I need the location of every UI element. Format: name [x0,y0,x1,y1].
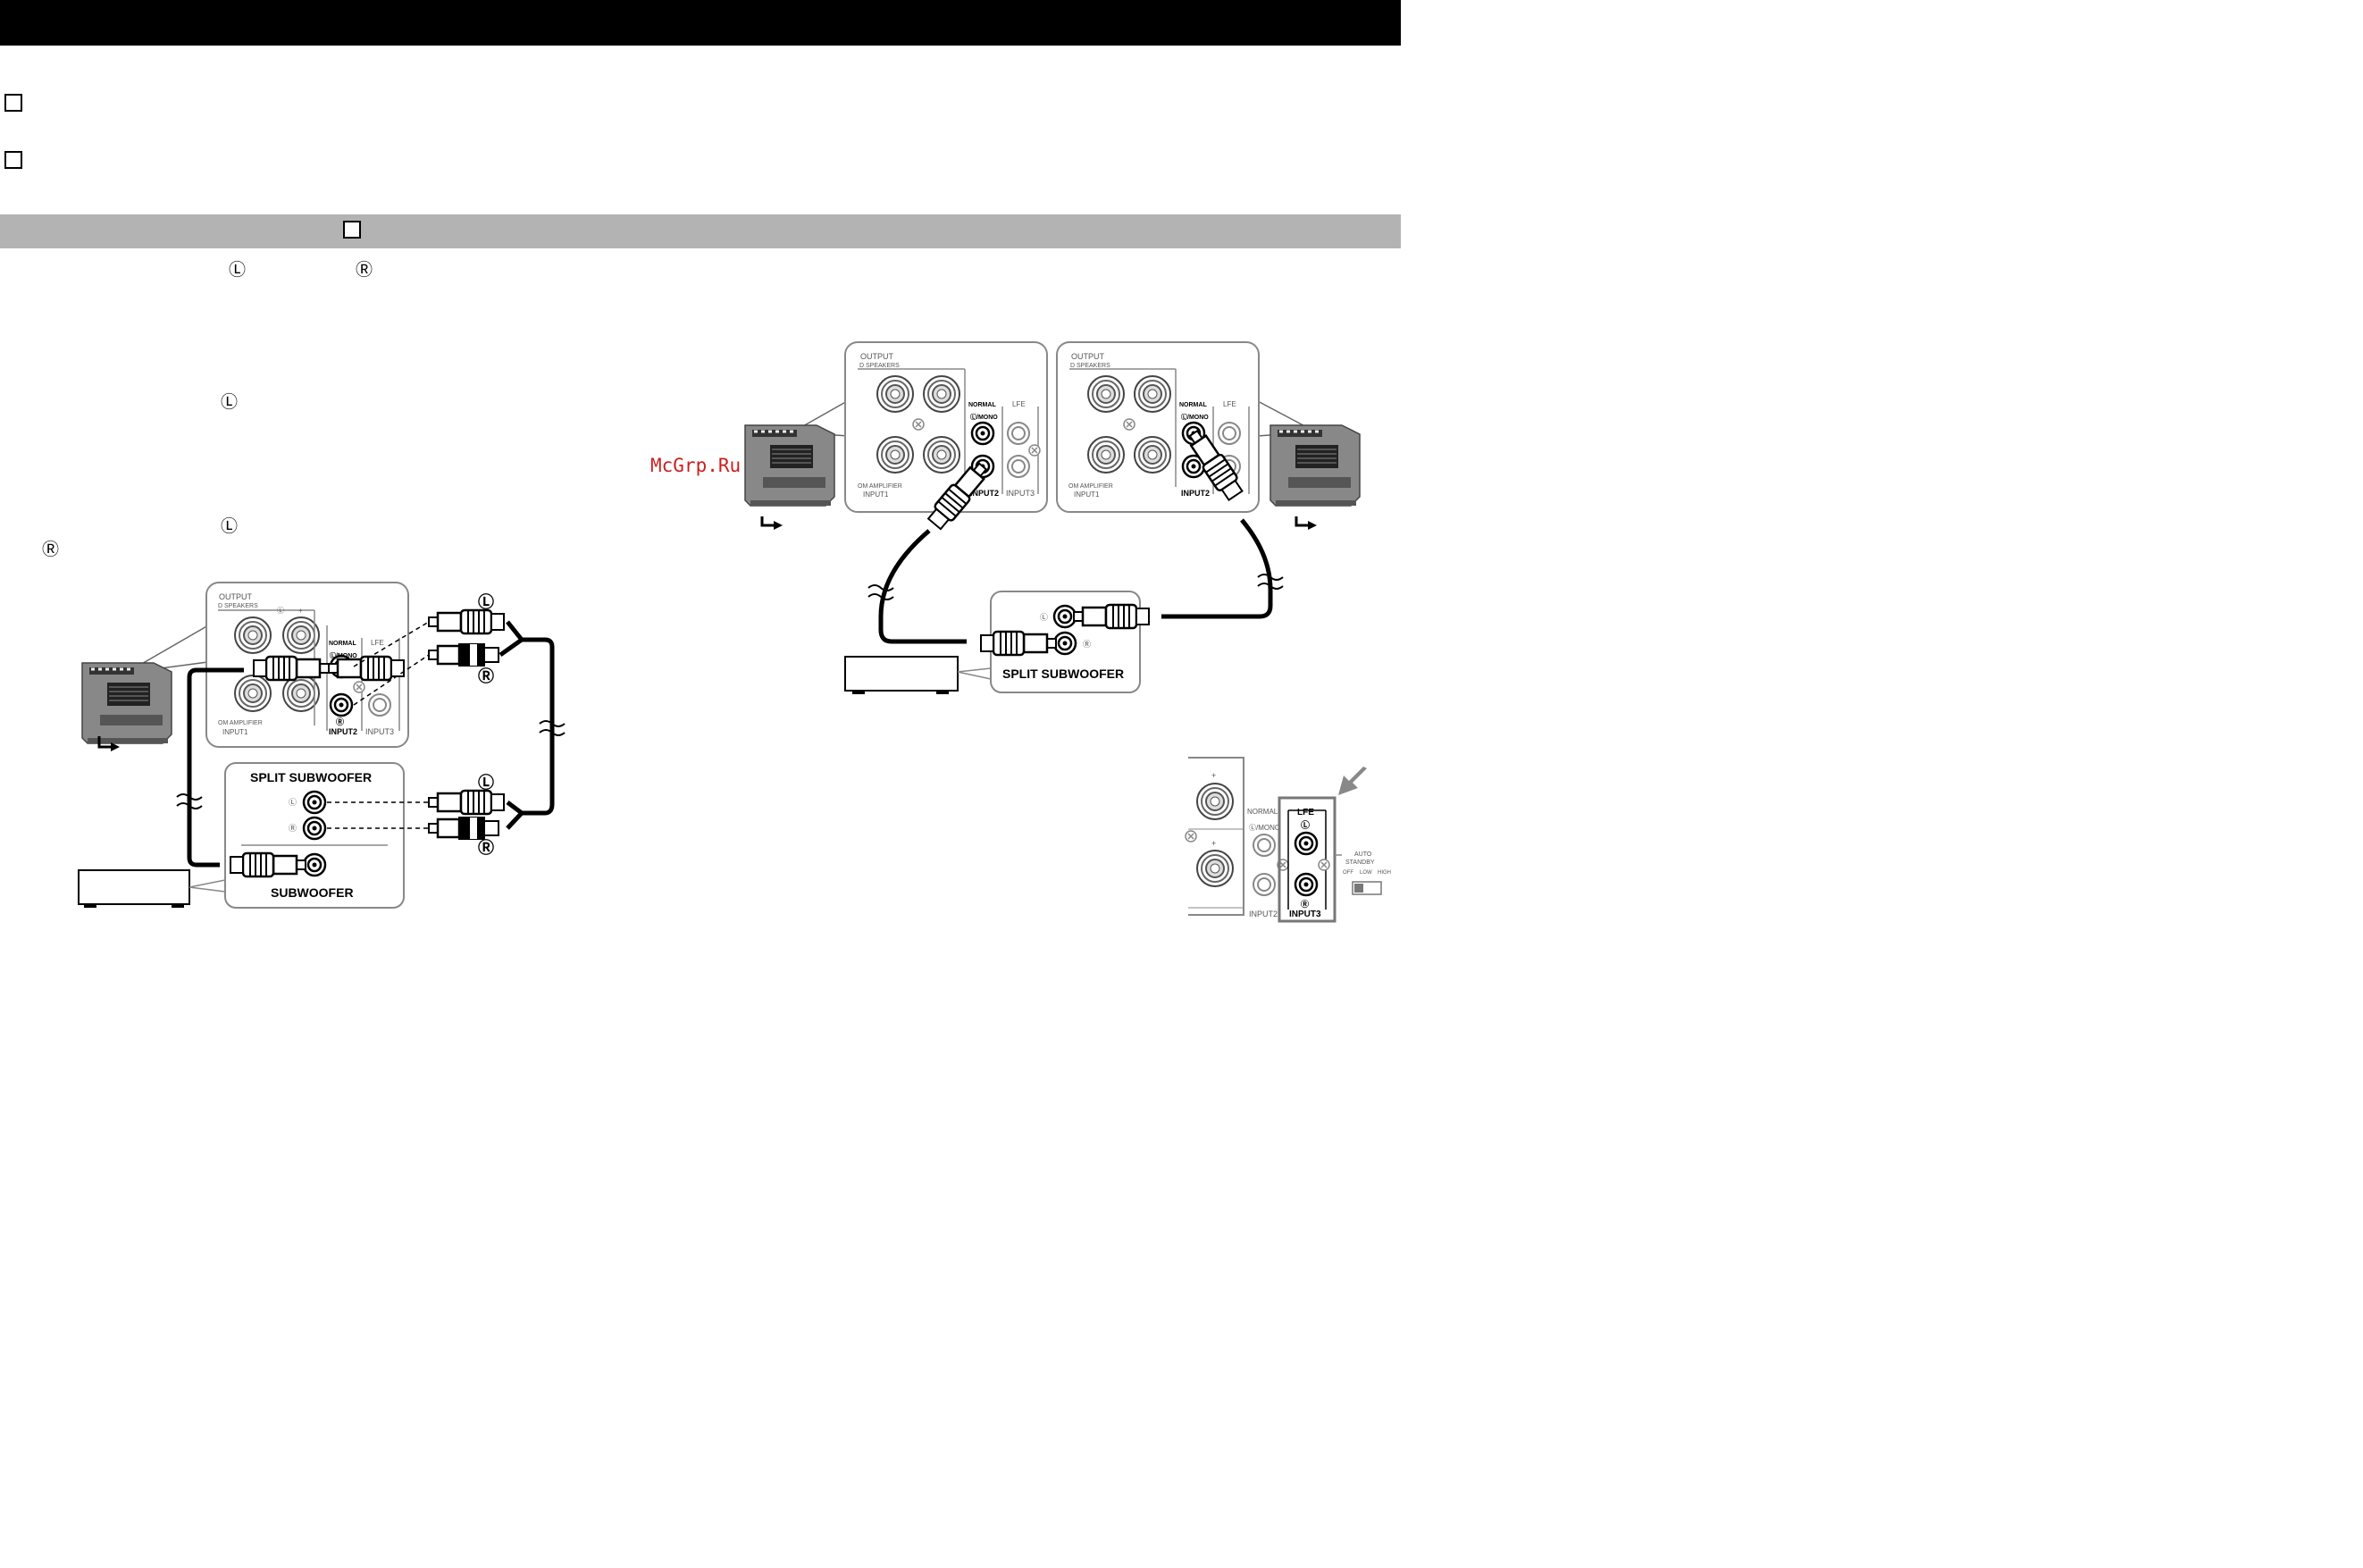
detail-input2: INPUT2 [1249,910,1278,918]
detail-off: OFF [1343,870,1353,876]
panel-l-label: Ⓛ [277,607,284,615]
checkbox-2[interactable] [4,151,22,169]
panelA-normal-label: NORMAL [968,402,996,408]
detail-r: Ⓡ [1301,899,1309,909]
panelA-mono-label: Ⓛ/MONO [970,413,998,421]
detail-l: Ⓛ [1301,819,1310,831]
detail-input3: INPUT3 [1289,910,1321,919]
section-band [0,214,1401,248]
right-channel-symbol: Ⓡ [356,260,373,280]
panelA-input2-label: INPUT2 [970,489,999,498]
detail-panel: + + NORMAL Ⓛ/MONO INPUT2 LFE Ⓛ Ⓡ INPUT3 … [1185,757,1391,923]
split-subwoofer-label: SPLIT SUBWOOFER [250,770,372,784]
panel-normal-label: NORMAL [329,641,356,647]
detail-standby: STANDBY [1345,859,1375,866]
watermark: McGrp.Ru [650,455,742,476]
panelA-input1-label: INPUT1 [863,491,889,499]
panelA-output-label: OUTPUT [860,352,894,361]
panel-input1-label: INPUT1 [222,728,248,736]
panel-speakers-label: D SPEAKERS [218,603,258,609]
panelB-amp-label: OM AMPLIFIER [1068,483,1113,490]
detail-mono: Ⓛ/MONO [1249,824,1280,832]
detail-high: HIGH [1378,870,1391,876]
left-diagram: OUTPUT D SPEAKERS + Ⓛ NORMAL Ⓛ/MONO LFE … [78,582,566,909]
panelB-input2-label: INPUT2 [1181,489,1210,498]
subwoofer-label: SUBWOOFER [271,885,354,900]
detail-lfe: LFE [1297,808,1314,818]
panelA-lfe-label: LFE [1012,400,1026,408]
panelB-speakers-label: D SPEAKERS [1070,363,1110,369]
panel-input3-label: INPUT3 [365,727,394,736]
panelB-output-label: OUTPUT [1071,352,1105,361]
split-l-label: Ⓛ [289,798,297,807]
plug-l-label-2: Ⓛ [478,773,494,792]
left-channel-symbol: Ⓛ [229,260,247,280]
panel-input2-label: INPUT2 [329,727,357,736]
panelB-lfe-label: LFE [1223,400,1236,408]
section-checkbox[interactable] [343,221,361,239]
panelB-normal-label: NORMAL [1179,402,1207,408]
plug-l-label: Ⓛ [478,592,494,611]
right-diagram: OUTPUT D SPEAKERS NORMAL Ⓛ/MONO LFE INPU… [743,341,1362,694]
detail-low: LOW [1360,870,1372,876]
panelA-speakers-label: D SPEAKERS [859,363,900,369]
checkbox-1[interactable] [4,94,22,112]
right-channel-symbol: Ⓡ [42,540,60,559]
plug-r-label: Ⓡ [478,667,494,685]
panelA-input3-label: INPUT3 [1006,489,1035,498]
connection-diagrams: OUTPUT D SPEAKERS + Ⓛ NORMAL Ⓛ/MONO LFE … [78,341,1391,923]
detail-auto: AUTO [1354,851,1372,858]
plug-r-label-2: Ⓡ [478,838,494,857]
panel-plus-label: + [298,607,303,615]
panel-amp-label: OM AMPLIFIER [218,720,263,726]
detail-normal: NORMAL [1247,808,1278,816]
panel-lfe-label: LFE [371,639,384,647]
left-channel-symbol: Ⓛ [221,516,239,536]
panelB-mono-label: Ⓛ/MONO [1181,413,1209,421]
right-split-subwoofer-label: SPLIT SUBWOOFER [1002,667,1124,681]
left-channel-symbol: Ⓛ [221,392,239,412]
panelA-amp-label: OM AMPLIFIER [858,483,902,490]
split-r-label: Ⓡ [289,824,297,833]
header-bar [0,0,1401,46]
detail-plus-2: + [1211,839,1216,848]
right-split-l: Ⓛ [1040,613,1048,622]
panelB-input1-label: INPUT1 [1074,491,1100,499]
detail-plus: + [1211,771,1216,780]
panel-output-label: OUTPUT [219,592,253,601]
right-split-r: Ⓡ [1083,640,1091,649]
panel-r-label: Ⓡ [336,717,344,726]
panel-mono-label: Ⓛ/MONO [330,651,357,659]
